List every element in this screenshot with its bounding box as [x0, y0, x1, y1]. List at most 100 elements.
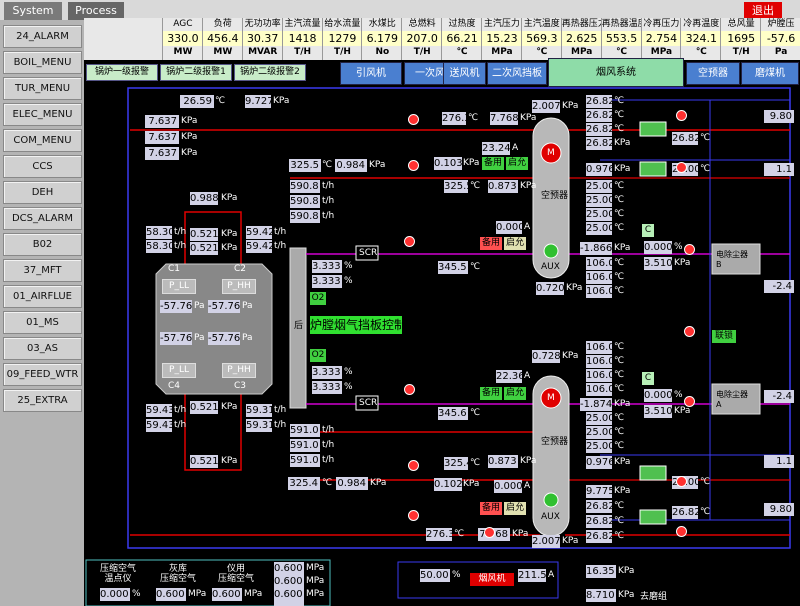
fan-label[interactable]: 烟风机	[470, 573, 514, 586]
valve-icon[interactable]	[408, 510, 419, 521]
unit-label: ℃	[614, 427, 625, 437]
unit-label: t/h	[322, 440, 335, 450]
valve-icon[interactable]	[676, 162, 687, 173]
value-display: 3.510	[644, 257, 672, 270]
unit-label: KPa	[618, 590, 635, 600]
nav-fd-fan-label[interactable]: 送风机	[443, 62, 486, 85]
valve-icon[interactable]	[408, 114, 419, 125]
valve-icon[interactable]	[676, 526, 687, 537]
o2-indicator: O2	[310, 292, 326, 305]
nav-coal-mill[interactable]: 磨煤机	[741, 62, 799, 85]
value-display: 25.00	[586, 426, 612, 439]
valve-icon[interactable]	[676, 110, 687, 121]
menu-item[interactable]: COM_MENU	[3, 129, 82, 152]
value-display: 8.710	[586, 589, 616, 602]
value-display: 1.1	[764, 163, 794, 176]
menu-item[interactable]: 37_MFT	[3, 259, 82, 282]
value-display: 0.984	[336, 477, 368, 490]
tab-system[interactable]: System	[4, 2, 62, 20]
alarm-button[interactable]: 锅炉一级报警	[86, 64, 158, 81]
header-name: 过热度	[442, 18, 482, 31]
interlock-button[interactable]: 联锁	[712, 330, 736, 343]
value-display: -1.866	[580, 242, 612, 255]
menu-item[interactable]: TUR_MENU	[3, 77, 82, 100]
menu-item[interactable]: 24_ALARM	[3, 25, 82, 48]
menu-item[interactable]: 01_MS	[3, 311, 82, 334]
value-display: 591.0	[290, 439, 320, 452]
unit-label: ℃	[614, 342, 625, 352]
menu-item[interactable]: 03_AS	[3, 337, 82, 360]
standby-button[interactable]: 备用	[480, 237, 502, 250]
standby-button[interactable]: 备用	[480, 387, 502, 400]
scr-label: SCR	[359, 248, 378, 258]
valve-icon[interactable]	[404, 384, 415, 395]
valve-icon[interactable]	[484, 527, 495, 538]
alarm-button[interactable]: 锅炉二级报警2	[234, 64, 306, 81]
standby-button[interactable]: 备用	[480, 502, 502, 515]
corner-label: C2	[234, 264, 247, 274]
motor-label: M	[547, 393, 555, 403]
value-display: 3.510	[644, 405, 672, 418]
value-display: 26.82	[672, 506, 698, 519]
menu-item[interactable]: B02	[3, 233, 82, 256]
valve-icon[interactable]	[408, 160, 419, 171]
tab-process[interactable]: Process	[68, 2, 124, 20]
nav-air-preheater[interactable]: 空预器	[686, 62, 740, 85]
c-indicator: C	[642, 224, 654, 237]
unit-label: KPa	[674, 258, 691, 268]
unit-label: A	[512, 143, 519, 153]
unit-label: ℃	[614, 413, 625, 423]
value-display: 26.82	[586, 515, 612, 528]
alarm-button[interactable]: 锅炉二级报警1	[160, 64, 232, 81]
menu-item[interactable]: 01_AIRFLUE	[3, 285, 82, 308]
start-permit-button[interactable]: 启允	[504, 387, 526, 400]
top-tab-bar: System Process 退出	[0, 0, 800, 20]
unit-label: ℃	[322, 160, 333, 170]
start-permit-button[interactable]: 启允	[504, 237, 526, 250]
value-display: 590.8	[290, 195, 320, 208]
value-display: 9.775	[586, 485, 612, 498]
value-display: 25.00	[586, 440, 612, 453]
header-unit: MW	[163, 46, 203, 59]
menu-item[interactable]: DCS_ALARM	[3, 207, 82, 230]
value-display: 26.82	[672, 132, 698, 145]
damper-control-banner[interactable]: 炉膛烟气挡板控制	[310, 316, 402, 334]
valve-icon[interactable]	[684, 326, 695, 337]
value-display: 59.31	[246, 419, 272, 432]
unit-label: ℃	[614, 531, 625, 541]
header-cell: 再热器温度553.5℃	[600, 18, 642, 60]
menu-item[interactable]: CCS	[3, 155, 82, 178]
unit-label: MPa	[244, 589, 263, 599]
unit-label: ℃	[470, 262, 481, 272]
valve-icon[interactable]	[408, 460, 419, 471]
nav-id-fan[interactable]: 引风机	[340, 62, 402, 85]
unit-label: %	[132, 589, 141, 599]
unit-label: KPa	[566, 283, 583, 293]
unit-label: KPa	[181, 132, 198, 142]
menu-item[interactable]: 09_FEED_WTR	[3, 363, 82, 386]
valve-icon[interactable]	[404, 236, 415, 247]
valve-icon[interactable]	[676, 476, 687, 487]
value-display: -2.4	[764, 390, 794, 403]
value-display: 25.00	[586, 412, 612, 425]
unit-label: ℃	[614, 384, 625, 394]
nav-flue-system[interactable]: 烟风系统	[548, 58, 684, 87]
exit-button[interactable]: 退出	[744, 2, 782, 20]
valve-icon[interactable]	[684, 244, 695, 255]
nav-secondary-damper[interactable]: 二次风挡板	[487, 62, 547, 85]
unit-label: KPa	[221, 402, 238, 412]
header-unit: T/H	[721, 46, 762, 59]
unit-label: ℃	[614, 124, 625, 134]
header-name: 无功功率	[242, 18, 283, 31]
menu-item[interactable]: DEH	[3, 181, 82, 204]
start-permit-button[interactable]: 启允	[506, 157, 528, 170]
menu-item[interactable]: BOIL_MENU	[3, 51, 82, 74]
start-permit-button[interactable]: 启允	[504, 502, 526, 515]
value-display: 0.600	[212, 588, 242, 601]
menu-item[interactable]: ELEC_MENU	[3, 103, 82, 126]
menu-item[interactable]: 25_EXTRA	[3, 389, 82, 412]
valve-icon[interactable]	[684, 396, 695, 407]
standby-button[interactable]: 备用	[482, 157, 504, 170]
